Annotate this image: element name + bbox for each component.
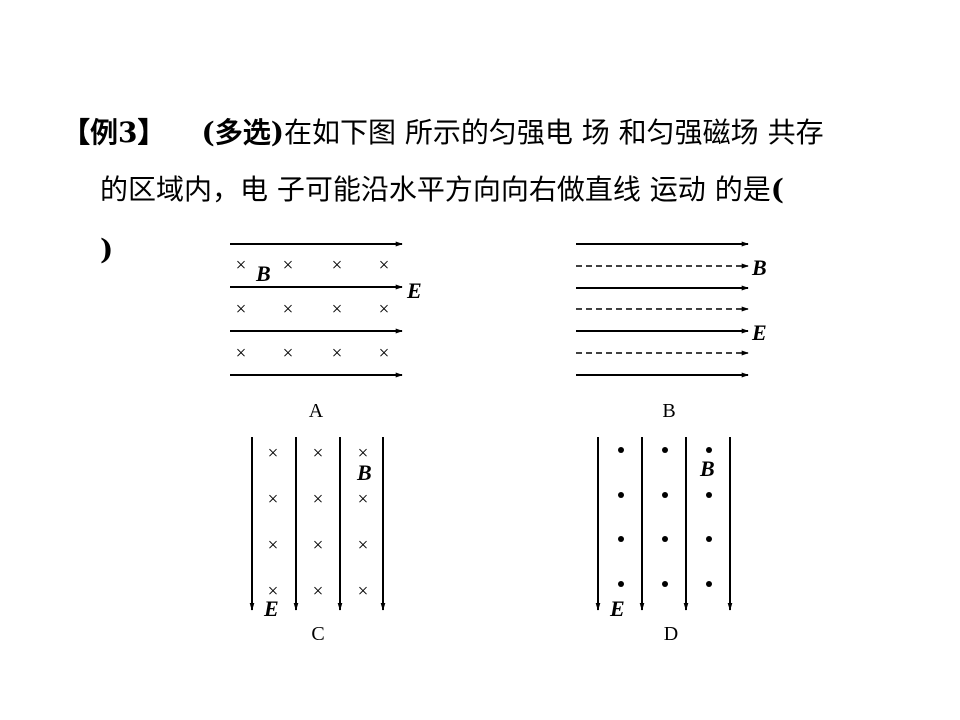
question-text-2: 的区域内，电 子可能沿水平方向向右做直线 运动 的是 (100, 173, 771, 206)
panel-a: × × × × × × × × × × × × B E A (230, 241, 422, 422)
e-field-label: E (406, 278, 422, 303)
dot-mark (662, 447, 668, 453)
cross-mark: × (379, 343, 390, 364)
panel-caption: A (309, 400, 324, 422)
dot-mark (662, 492, 668, 498)
question-line-1: 【例3】 (多选)在如下图 所示的匀强电 场 和匀强磁场 共存 (62, 116, 824, 150)
multi-select-tag: (多选) (201, 116, 284, 149)
panel-caption: C (311, 623, 324, 645)
cross-mark: × (268, 443, 279, 464)
b-field-label: B (751, 255, 767, 280)
panel-b: B E B (576, 241, 767, 422)
cross-mark: × (379, 299, 390, 320)
question-line-3: ) (100, 233, 113, 267)
dot-mark (662, 581, 668, 587)
panel-d: B E D (595, 437, 733, 645)
question-line-2: 的区域内，电 子可能沿水平方向向右做直线 运动 的是( (100, 173, 784, 207)
e-field-label: E (751, 320, 767, 345)
cross-mark: × (332, 343, 343, 364)
cross-mark: × (283, 343, 294, 364)
b-field-label: B (255, 261, 271, 286)
cross-mark: × (268, 581, 279, 602)
b-field-label: B (699, 456, 715, 481)
cross-mark: × (268, 489, 279, 510)
b-field-into-page-marks: × × × × × × × × × × × × (268, 443, 369, 602)
panel-caption: D (664, 623, 678, 645)
cross-mark: × (358, 535, 369, 556)
e-field-label: E (263, 596, 279, 621)
cross-mark: × (332, 299, 343, 320)
cross-mark: × (358, 489, 369, 510)
answer-open-paren: ( (770, 173, 784, 206)
cross-mark: × (313, 443, 324, 464)
cross-mark: × (236, 255, 247, 276)
cross-mark: × (313, 489, 324, 510)
dot-mark (618, 492, 624, 498)
dot-mark (618, 447, 624, 453)
cross-mark: × (358, 581, 369, 602)
b-field-label: B (356, 460, 372, 485)
dot-mark (706, 447, 712, 453)
cross-mark: × (268, 535, 279, 556)
dot-mark (618, 581, 624, 587)
question-text-1: 在如下图 所示的匀强电 场 和匀强磁场 共存 (283, 116, 824, 149)
cross-mark: × (283, 255, 294, 276)
panel-c: × × × × × × × × × × × × B E C (249, 437, 386, 645)
answer-close-paren: ) (100, 233, 114, 266)
cross-mark: × (358, 443, 369, 464)
panel-caption: B (662, 400, 675, 422)
example-label: 【例3】 (62, 116, 166, 149)
dot-mark (618, 536, 624, 542)
dot-mark (706, 581, 712, 587)
b-field-out-of-page-marks (618, 447, 712, 587)
cross-mark: × (236, 343, 247, 364)
b-field-into-page-marks: × × × × × × × × × × × × (236, 255, 390, 364)
dot-mark (706, 536, 712, 542)
cross-mark: × (313, 581, 324, 602)
cross-mark: × (332, 255, 343, 276)
dot-mark (662, 536, 668, 542)
dot-mark (706, 492, 712, 498)
cross-mark: × (236, 299, 247, 320)
e-field-label: E (609, 596, 625, 621)
cross-mark: × (379, 255, 390, 276)
cross-mark: × (313, 535, 324, 556)
cross-mark: × (283, 299, 294, 320)
